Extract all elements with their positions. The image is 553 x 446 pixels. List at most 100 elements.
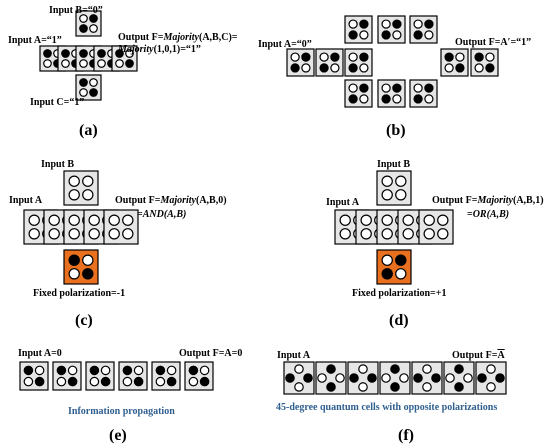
qca-cell-frame <box>286 48 315 77</box>
electron-dot <box>188 365 199 376</box>
empty-dot <box>358 382 368 392</box>
empty-dot <box>97 59 106 68</box>
empty-dot <box>88 228 100 240</box>
electron-dot <box>56 365 67 376</box>
electron-dot <box>474 52 484 62</box>
empty-dot <box>395 268 407 280</box>
electron-dot <box>348 30 358 40</box>
qca-cell-frame <box>440 48 469 77</box>
panel-a-input-a-label: Input A=“1” <box>8 35 62 46</box>
electron-dot <box>133 376 144 387</box>
empty-dot <box>166 365 177 376</box>
empty-dot <box>381 19 391 29</box>
electron-dot <box>23 365 34 376</box>
qca-cell-frame <box>470 48 499 77</box>
panel-b-cell-output <box>470 48 499 77</box>
empty-dot <box>319 52 329 62</box>
empty-dot <box>301 63 311 73</box>
panel-a-output-line1: Output F=Majority(A,B,C)= <box>118 32 238 43</box>
electron-dot <box>301 52 311 62</box>
qca-cell-frame <box>376 170 412 206</box>
panel-b-cell-top-1 <box>344 15 373 44</box>
electron-dot <box>43 49 52 58</box>
empty-dot <box>199 365 210 376</box>
electron-dot <box>485 63 495 73</box>
electron-dot <box>381 268 393 280</box>
panel-e-cell-1 <box>19 361 49 391</box>
electron-dot <box>381 94 391 104</box>
panel-f-cell-5 <box>411 361 443 395</box>
panel-c-output-line2: =AND(A,B) <box>137 209 186 220</box>
panel-f-cell-6 <box>443 361 475 395</box>
empty-dot <box>381 214 393 226</box>
empty-dot <box>422 382 432 392</box>
panel-b-cell-bottom-2 <box>377 79 406 108</box>
cells-layer <box>19 10 507 395</box>
electron-dot <box>444 52 454 62</box>
empty-dot <box>28 214 40 226</box>
empty-dot <box>381 189 393 201</box>
electron-dot <box>89 88 98 97</box>
empty-dot <box>360 214 372 226</box>
empty-dot <box>68 189 80 201</box>
empty-dot <box>413 19 423 29</box>
empty-dot <box>424 94 434 104</box>
qca-cell-frame <box>75 74 102 101</box>
panel-b-cell-2 <box>315 48 344 77</box>
electron-dot <box>349 373 359 383</box>
electron-dot <box>326 382 336 392</box>
empty-dot <box>360 228 372 240</box>
panel-b-output-label: Output F=A′=“1” <box>455 37 531 48</box>
panel-b-cell-bottom-1 <box>344 79 373 108</box>
panel-c-cell-output <box>103 209 139 245</box>
empty-dot <box>82 189 94 201</box>
electron-dot <box>97 49 106 58</box>
panel-f-input-label: Input A <box>277 350 311 361</box>
empty-dot <box>317 373 327 383</box>
empty-dot <box>294 382 304 392</box>
electron-dot <box>413 94 423 104</box>
qca-cell-frame <box>376 249 412 285</box>
empty-dot <box>463 373 473 383</box>
panel-e-input-label: Input A=0 <box>18 348 62 359</box>
electron-dot <box>413 373 423 383</box>
panel-f-subtitle: 45-degree quantum cells with opposite po… <box>276 402 497 413</box>
panel-b-cell-input <box>286 48 315 77</box>
electron-dot <box>413 30 423 40</box>
electron-dot <box>390 382 400 392</box>
empty-dot <box>122 228 134 240</box>
electron-dot <box>381 30 391 40</box>
electron-dot <box>319 63 329 73</box>
empty-dot <box>359 30 369 40</box>
panel-d-caption: (d) <box>389 312 409 329</box>
qca-cell-frame <box>151 361 181 391</box>
empty-dot <box>335 373 345 383</box>
electron-dot <box>390 364 400 374</box>
empty-dot <box>294 364 304 374</box>
empty-dot <box>68 228 80 240</box>
panel-e-caption: (e) <box>109 427 127 444</box>
panel-d-cell-left <box>355 209 391 245</box>
electron-dot <box>115 49 124 58</box>
panel-b-cell-top-2 <box>377 15 406 44</box>
qca-cell-frame <box>344 48 373 77</box>
empty-dot <box>486 364 496 374</box>
empty-dot <box>444 63 454 73</box>
empty-dot <box>89 78 98 87</box>
panel-e-cell-5 <box>151 361 181 391</box>
empty-dot <box>381 228 393 240</box>
panel-f-output-label: Output F=A <box>452 350 505 361</box>
electron-dot <box>348 94 358 104</box>
qca-cell-frame <box>344 15 373 44</box>
qca-cell-frame <box>344 79 373 108</box>
empty-dot <box>82 254 94 266</box>
qca-cell-frame <box>75 10 102 37</box>
empty-dot <box>339 214 351 226</box>
electron-dot <box>392 83 402 93</box>
electron-dot <box>290 63 300 73</box>
panel-d-output-line2: =OR(A,B) <box>467 209 509 220</box>
empty-dot <box>88 214 100 226</box>
empty-dot <box>115 59 124 68</box>
empty-dot <box>485 52 495 62</box>
empty-dot <box>67 365 78 376</box>
